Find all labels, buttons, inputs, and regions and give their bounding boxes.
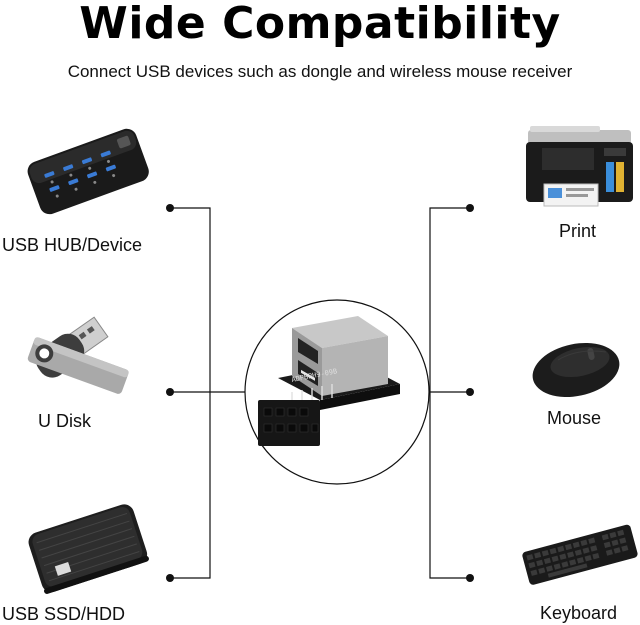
external-hdd-icon (20, 498, 150, 599)
device-label-u-disk: U Disk (38, 411, 91, 431)
device-label-print: Print (559, 221, 597, 241)
usb-header-adapter-icon: ADPBPH9-09B (258, 308, 418, 463)
connector-dot (466, 388, 474, 396)
connector-dot (166, 388, 174, 396)
usb-flash-drive-icon (22, 290, 132, 405)
device-label-keyboard: Keyboard (540, 603, 618, 623)
connector-dot (466, 204, 474, 212)
printer-icon (522, 124, 637, 215)
usb-hub-icon (20, 120, 150, 225)
mouse-icon (528, 332, 628, 407)
connector-dot (166, 574, 174, 582)
connector-dot (466, 574, 474, 582)
page-title: Wide Compatibility (79, 0, 561, 49)
keyboard-icon (520, 520, 638, 595)
device-label-usb-hub: USB HUB/Device (2, 235, 143, 255)
device-label-usb-ssd: USB SSD/HDD (2, 604, 126, 624)
connector-dot (166, 204, 174, 212)
device-label-mouse: Mouse (547, 408, 602, 428)
page-subtitle: Connect USB devices such as dongle and w… (67, 62, 573, 81)
